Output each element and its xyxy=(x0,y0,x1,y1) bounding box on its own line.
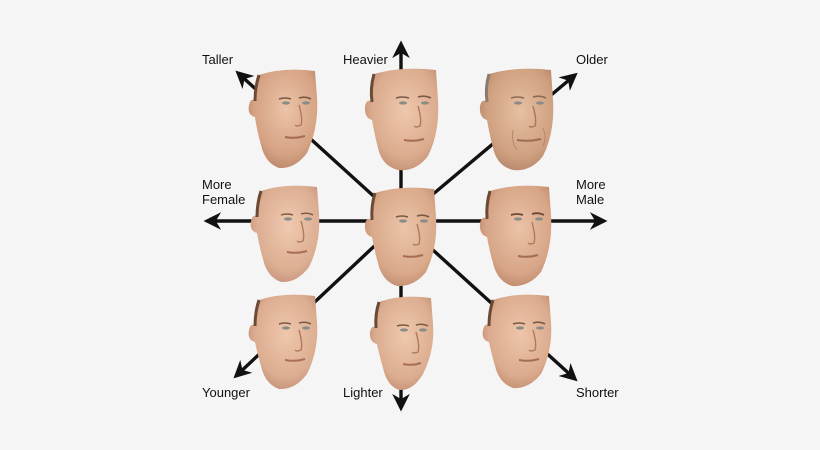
heavier-face xyxy=(362,66,442,173)
average-face xyxy=(362,185,440,288)
label-shorter: Shorter xyxy=(576,385,619,400)
label-heavier: Heavier xyxy=(343,52,388,67)
label-taller: Taller xyxy=(202,52,234,67)
older-face xyxy=(477,66,557,173)
label-older: Older xyxy=(576,52,608,67)
taller-face xyxy=(245,67,321,171)
male-face xyxy=(477,183,555,288)
female-face xyxy=(247,183,323,284)
label-lighter: Lighter xyxy=(343,385,383,400)
lighter-face xyxy=(365,294,437,392)
label-younger: Younger xyxy=(202,385,250,400)
younger-face xyxy=(245,292,321,391)
label-more-female: More Female xyxy=(202,177,246,207)
label-more-male: More Male xyxy=(576,177,606,207)
shorter-face xyxy=(479,292,555,390)
